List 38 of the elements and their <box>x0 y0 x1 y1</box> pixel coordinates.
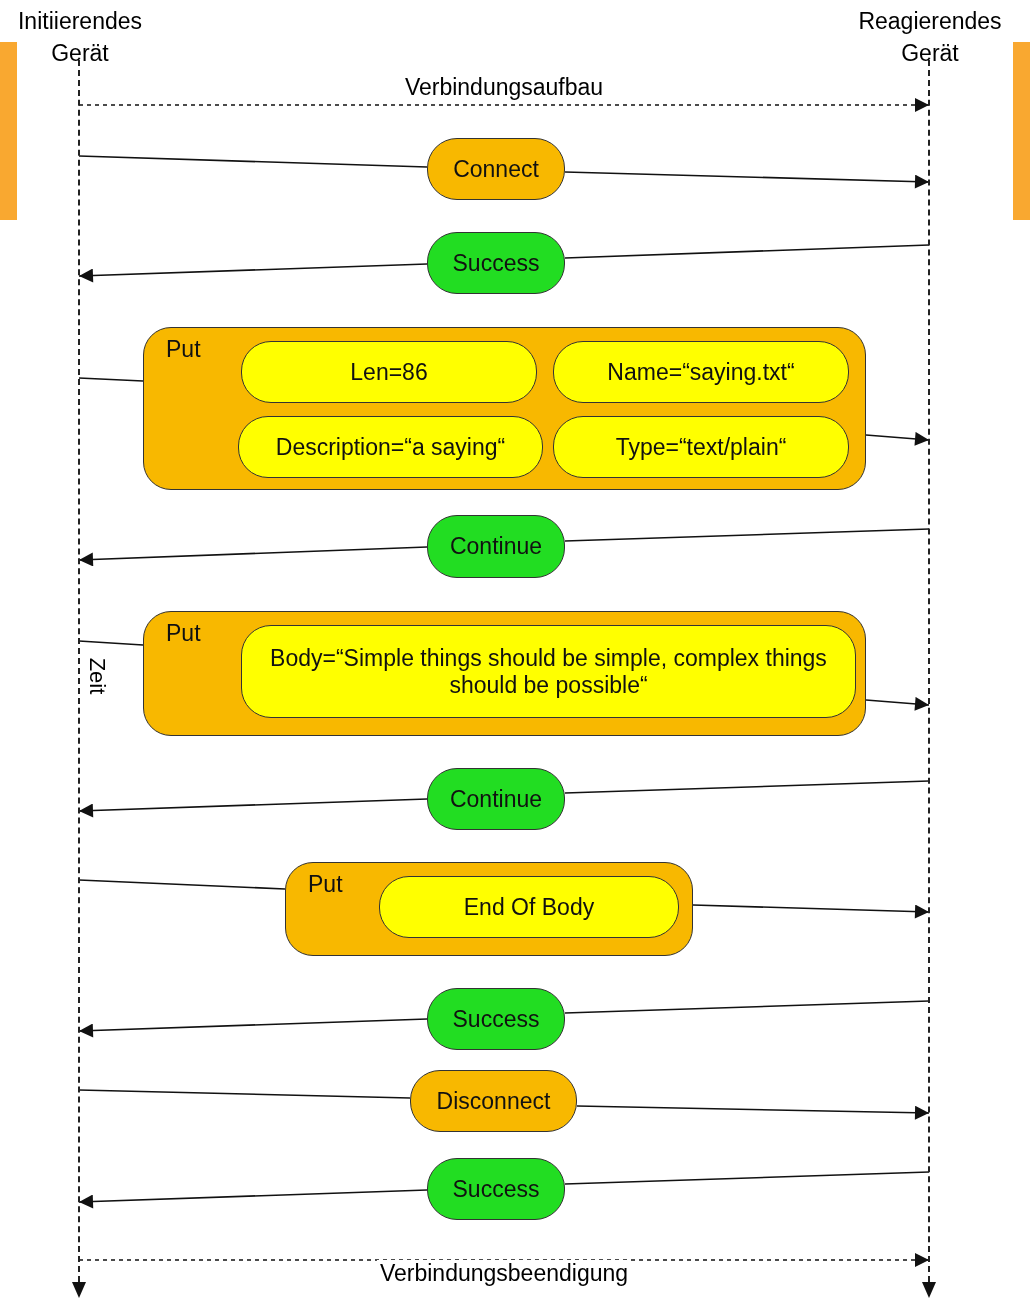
side-bar <box>1013 42 1030 220</box>
message-group-box <box>285 862 693 956</box>
message-arrow <box>692 904 930 919</box>
message-arrow <box>865 431 930 446</box>
message-arrow <box>78 1189 428 1209</box>
device-label: Initiierendes Gerät <box>17 7 143 68</box>
message-box: Name=“saying.txt“ <box>553 341 849 403</box>
message-box: Continue <box>427 515 565 578</box>
message-box: Disconnect <box>410 1070 577 1132</box>
message-arrow <box>78 1018 428 1038</box>
message-arrow <box>564 171 930 189</box>
message-box: Description=“a saying“ <box>238 416 543 478</box>
group-title: Put <box>166 620 201 647</box>
group-title: Put <box>308 871 343 898</box>
message-arrow <box>78 1253 930 1267</box>
message-arrow <box>865 696 930 711</box>
message-box: Body=“Simple things should be simple, complex things should be possible“ <box>241 625 856 718</box>
message-arrow <box>78 546 428 567</box>
message-group-box <box>143 611 866 736</box>
message-group-box <box>143 327 866 490</box>
message-arrow <box>78 798 428 818</box>
message-arrow <box>576 1105 930 1120</box>
lifeline <box>78 60 80 1282</box>
message-box: Continue <box>427 768 565 830</box>
group-title: Put <box>166 336 201 363</box>
message-box: Success <box>427 988 565 1050</box>
message-arrow <box>78 263 428 283</box>
message-box: Len=86 <box>241 341 537 403</box>
lifeline <box>928 60 930 1282</box>
message-arrow <box>78 98 930 112</box>
side-bar <box>0 42 17 220</box>
message-box: End Of Body <box>379 876 679 938</box>
axis-label: Zeit <box>84 657 110 695</box>
device-label: Reagierendes Gerät <box>857 7 1003 68</box>
message-box: Type=“text/plain“ <box>553 416 849 478</box>
message-box: Success <box>427 1158 565 1220</box>
message-box: Success <box>427 232 565 294</box>
message-box: Connect <box>427 138 565 200</box>
